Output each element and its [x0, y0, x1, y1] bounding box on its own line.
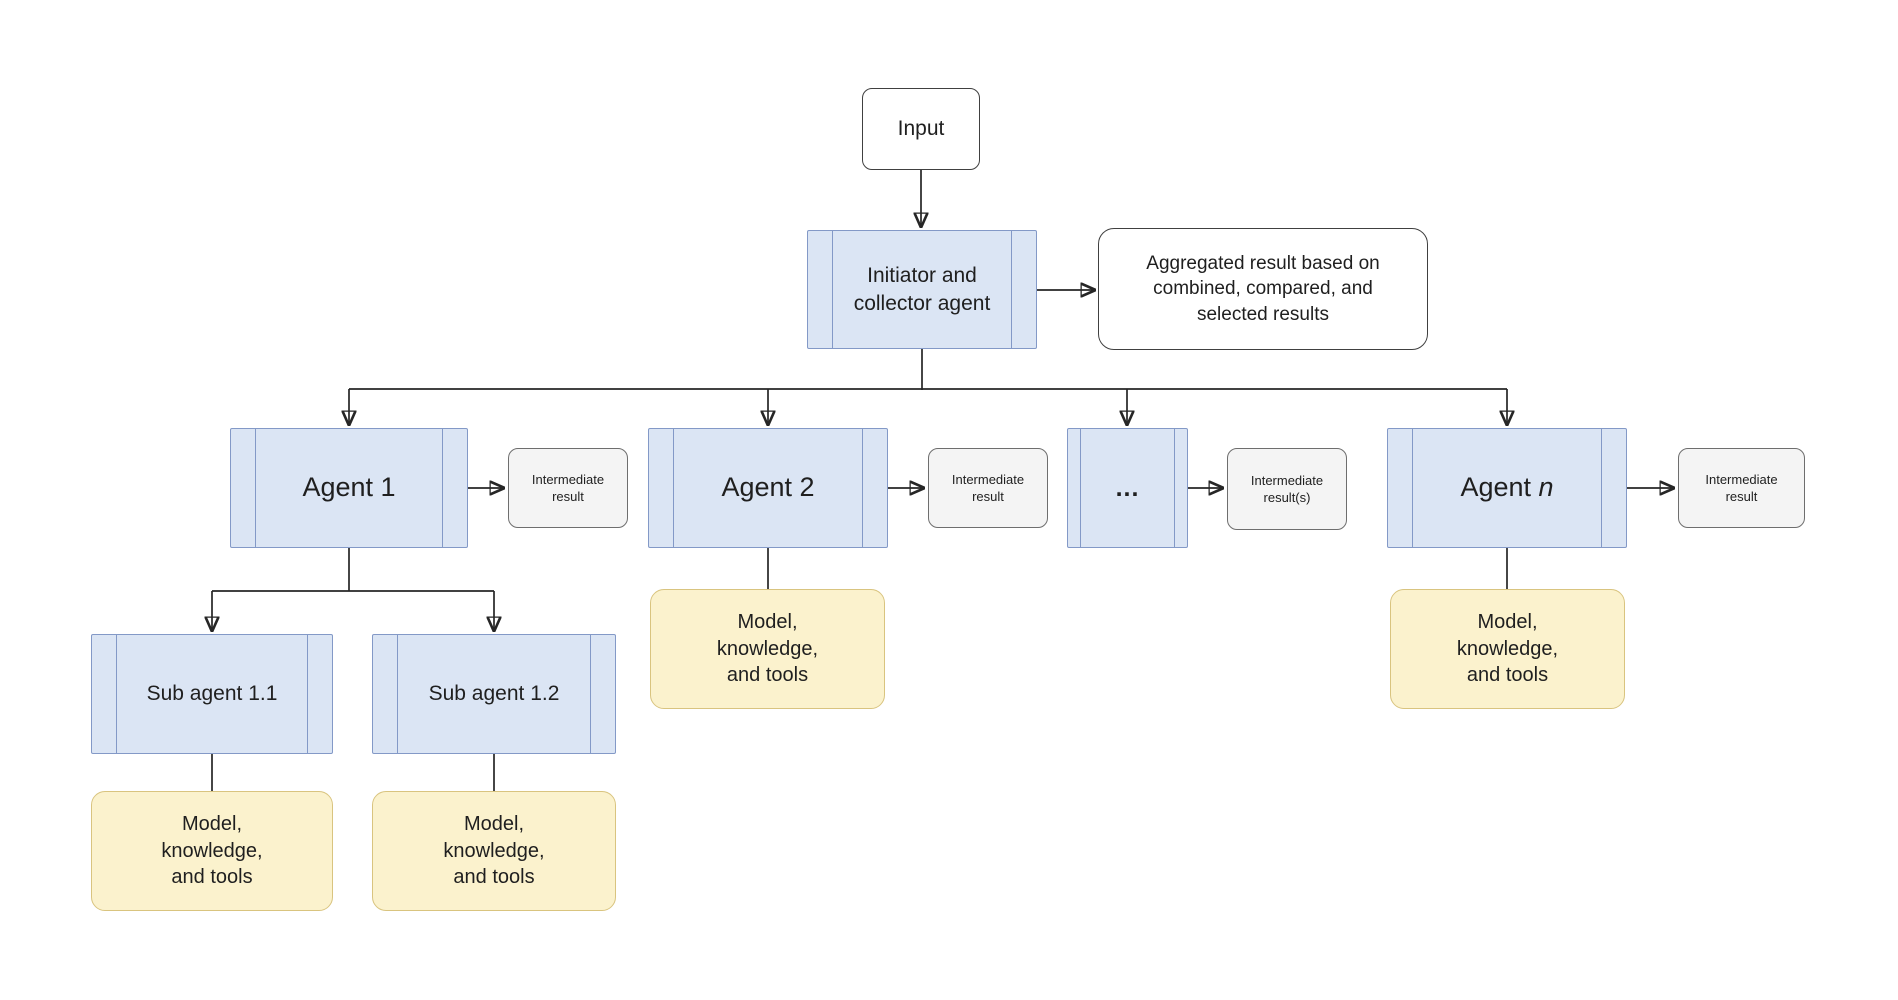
agent-1-node: Agent 1: [230, 428, 468, 548]
aggregated-result-node: Aggregated result based on combined, com…: [1098, 228, 1428, 350]
intermediate-result-1-label: Intermediate result: [531, 471, 605, 504]
agent-n-label-italic: n: [1538, 472, 1554, 503]
side-bar-left-icon: [1080, 429, 1081, 547]
side-bar-right-icon: [307, 635, 308, 753]
sub-agent-1-2-node: Sub agent 1.2: [372, 634, 616, 754]
side-bar-right-icon: [1601, 429, 1602, 547]
intermediate-result-n-label: Intermediate result: [1705, 471, 1778, 504]
intermediate-result-2-label: Intermediate result: [951, 471, 1025, 504]
side-bar-right-icon: [442, 429, 443, 547]
tools-agent-n-label: Model, knowledge, and tools: [1456, 611, 1559, 687]
side-bar-left-icon: [1412, 429, 1413, 547]
sub-agent-1-1-node: Sub agent 1.1: [91, 634, 333, 754]
side-bar-left-icon: [397, 635, 398, 753]
side-bar-right-icon: [862, 429, 863, 547]
intermediate-result-2-node: Intermediate result: [928, 448, 1048, 528]
agent-n-label-prefix: Agent: [1460, 472, 1539, 503]
aggregated-result-label: Aggregated result based on combined, com…: [1146, 253, 1380, 325]
intermediate-result-1-node: Intermediate result: [508, 448, 628, 528]
side-bar-right-icon: [1011, 231, 1012, 348]
agent-ellipsis-node: ...: [1067, 428, 1188, 548]
tools-sub-1-1-node: Model, knowledge, and tools: [91, 791, 333, 911]
tools-agent-2-node: Model, knowledge, and tools: [650, 589, 885, 709]
tools-agent-n-node: Model, knowledge, and tools: [1390, 589, 1625, 709]
agent-n-node: Agent n: [1387, 428, 1627, 548]
tools-sub-1-2-label: Model, knowledge, and tools: [443, 813, 545, 889]
intermediate-result-n-node: Intermediate result: [1678, 448, 1805, 528]
side-bar-left-icon: [832, 231, 833, 348]
tools-sub-1-1-label: Model, knowledge, and tools: [161, 813, 263, 889]
input-node: Input: [862, 88, 980, 170]
intermediate-results-ellipsis-node: Intermediate result(s): [1227, 448, 1347, 530]
input-label: Input: [897, 117, 945, 141]
initiator-label: Initiator and collector agent: [853, 263, 991, 315]
side-bar-left-icon: [673, 429, 674, 547]
tools-agent-2-label: Model, knowledge, and tools: [716, 611, 819, 687]
tools-sub-1-2-node: Model, knowledge, and tools: [372, 791, 616, 911]
sub-agent-1-2-label: Sub agent 1.2: [428, 682, 560, 706]
agent-n-label: Agent n: [1460, 470, 1553, 506]
agent-2-label: Agent 2: [721, 472, 815, 503]
agent-2-node: Agent 2: [648, 428, 888, 548]
initiator-collector-agent-node: Initiator and collector agent: [807, 230, 1037, 349]
agent-1-label: Agent 1: [302, 472, 396, 503]
intermediate-results-ellipsis-label: Intermediate result(s): [1250, 472, 1324, 505]
sub-agent-1-1-label: Sub agent 1.1: [146, 682, 278, 706]
side-bar-right-icon: [1174, 429, 1175, 547]
agent-ellipsis-label: ...: [1115, 473, 1140, 502]
side-bar-left-icon: [255, 429, 256, 547]
side-bar-left-icon: [116, 635, 117, 753]
side-bar-right-icon: [590, 635, 591, 753]
